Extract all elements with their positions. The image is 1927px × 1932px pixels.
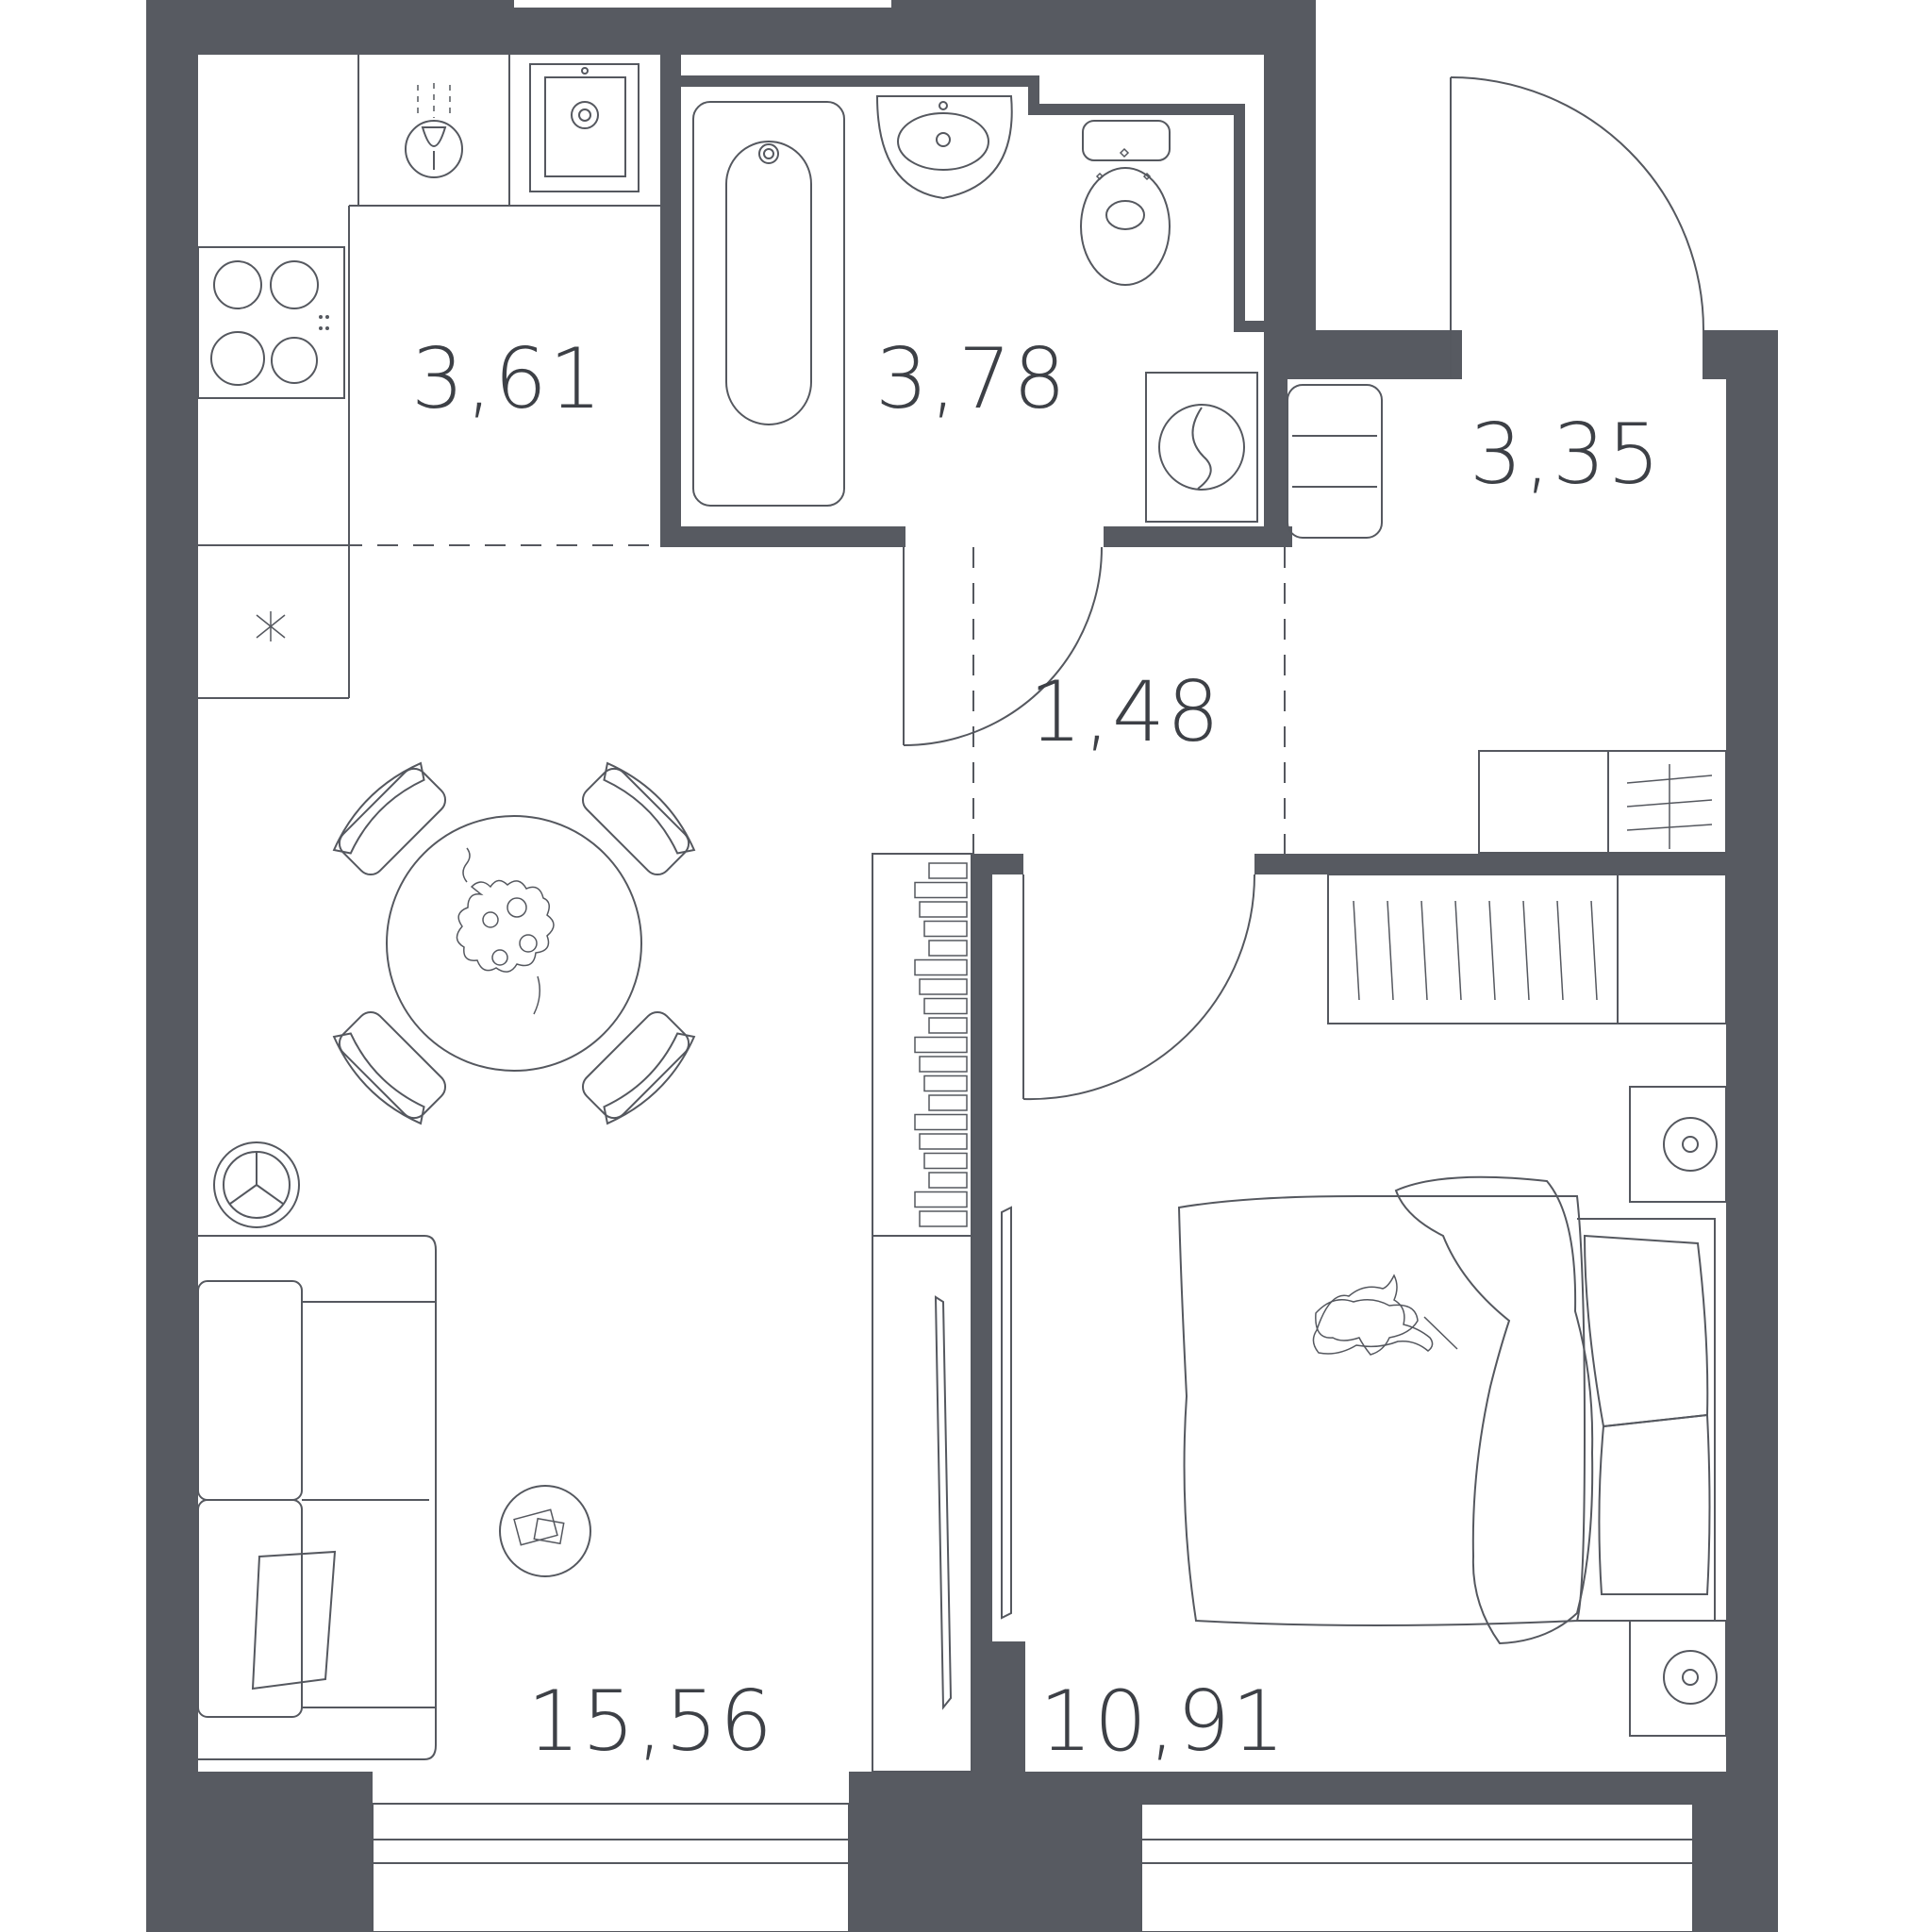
stove-icon [197, 246, 345, 399]
bathtub-icon [692, 101, 845, 507]
room-area-entry-hall: 3,35 [1470, 406, 1662, 503]
ottoman-icon [1287, 384, 1383, 539]
sink-icon [529, 63, 640, 192]
washbasin-icon [875, 95, 1013, 200]
toilet-icon [1080, 120, 1171, 286]
round-table-icon [386, 815, 642, 1072]
room-area-living-room: 15,56 [527, 1673, 774, 1770]
coffee-table-icon [499, 1485, 591, 1577]
mirror-icon [1001, 1206, 1012, 1620]
room-area-bedroom: 10,91 [1039, 1673, 1287, 1770]
walls [146, 0, 1778, 1932]
bed-icon [1177, 1175, 1716, 1645]
asterisk-icon [256, 611, 286, 641]
wardrobe-icon [1327, 874, 1727, 1024]
room-area-kitchen: 3,61 [411, 330, 604, 427]
room-area-corridor: 1,48 [1029, 663, 1221, 760]
door-swing-icon [903, 76, 1704, 1101]
window-icon [372, 1803, 1694, 1932]
nightstand-icon [1629, 1086, 1727, 1737]
cat-icon [1312, 1274, 1458, 1355]
faucet-icon [405, 83, 463, 178]
floor-lamp-icon [213, 1141, 300, 1228]
chair-icon [332, 761, 696, 1125]
shoe-rack-icon [1478, 750, 1727, 854]
kitchen-counter [198, 55, 660, 699]
bookshelf-icon [872, 853, 972, 1773]
sofa-icon [197, 1235, 437, 1760]
room-area-bathroom: 3,78 [875, 330, 1068, 427]
washing-machine-icon [1145, 372, 1258, 523]
room-labels: 3,61 3,78 3,35 1,48 15,56 10,91 [411, 330, 1662, 1770]
